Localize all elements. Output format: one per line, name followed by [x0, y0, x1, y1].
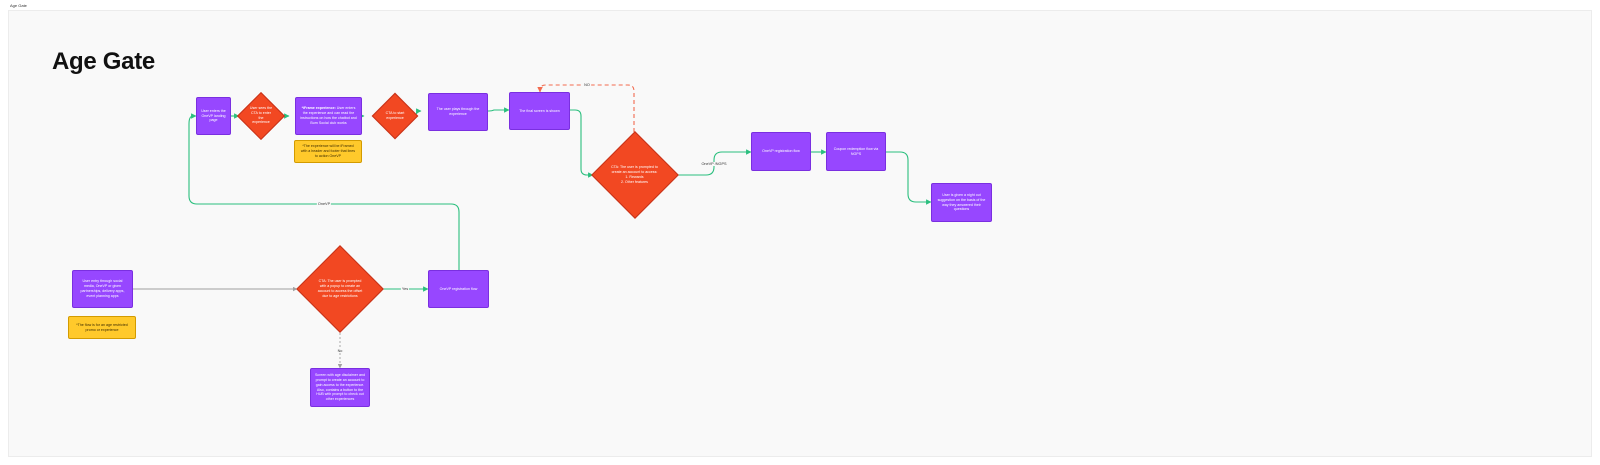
edge-label-onevp: OneVP: [316, 202, 332, 206]
canvas-board: [8, 10, 1592, 457]
user-enters-landing-text: User enters the OneVP landing page: [201, 108, 226, 123]
board-title: Age Gate: [52, 48, 155, 75]
edge-reg-bottom-to-enter: [188, 113, 460, 270]
user-sees-cta-decision[interactable]: User sees the CTA to enter the experienc…: [236, 91, 286, 140]
edge-label-no: No: [336, 349, 344, 353]
age-popup-text: CTA: The user is prompted with a popup t…: [317, 279, 363, 298]
iframe-note-text: *The experience will be iFramed with a h…: [300, 144, 356, 158]
create-account-text: CTA: The user is prompted to create an a…: [611, 165, 658, 184]
age-restricted-sticky-note[interactable]: *The flow is for an age restricted promo…: [68, 316, 136, 339]
plays-through-text: The user plays through the experience: [436, 107, 480, 116]
edge-label-yes: Yes: [400, 287, 410, 291]
final-screen-node[interactable]: The final screen is shown: [509, 92, 570, 130]
onevp-registration-bottom-node[interactable]: OneVP registration flow: [428, 270, 489, 308]
age-disclaimer-text: Screen with age disclaimer and prompt to…: [315, 372, 365, 402]
cta-start-text: CTA to start experience: [385, 111, 405, 120]
tab-label[interactable]: Age Gate: [10, 3, 27, 8]
iframe-description: User enters the experience and can read …: [300, 106, 357, 125]
create-account-decision[interactable]: CTA: The user is prompted to create an a…: [590, 131, 679, 219]
iframe-label: *iFrame experience:: [301, 106, 336, 111]
social-entry-text: User entry through social media, OneVP o…: [80, 279, 125, 298]
coupon-redemption-text: Coupon redemption flow via NGPS: [833, 146, 879, 156]
coupon-redemption-node[interactable]: Coupon redemption flow via NGPS: [826, 132, 886, 171]
night-out-suggestion-node[interactable]: User is given a night out suggestion on …: [931, 183, 992, 222]
user-sees-cta-text: User sees the CTA to enter the experienc…: [249, 105, 273, 125]
plays-through-node[interactable]: The user plays through the experience: [428, 93, 488, 131]
edge-label-onevp-ngps: OneVP /NGPS: [700, 162, 728, 166]
iframe-experience-text: *iFrame experience: User enters the expe…: [300, 106, 357, 125]
edge-plays-to-final: [480, 107, 510, 113]
cta-start-decision[interactable]: CTA to start experience: [371, 92, 419, 140]
night-out-suggestion-text: User is given a night out suggestion on …: [937, 192, 986, 212]
iframe-experience-node[interactable]: *iFrame experience: User enters the expe…: [295, 97, 362, 135]
age-disclaimer-node[interactable]: Screen with age disclaimer and prompt to…: [310, 368, 370, 407]
age-restricted-note-text: *The flow is for an age restricted promo…: [76, 322, 128, 332]
onevp-registration-bottom-text: OneVP registration flow: [439, 286, 478, 291]
age-popup-decision[interactable]: CTA: The user is prompted with a popup t…: [296, 245, 384, 333]
edge-coupon-to-night: [886, 151, 932, 205]
edge-final-to-cta: [570, 109, 594, 178]
final-screen-text: The final screen is shown: [519, 108, 560, 113]
social-entry-node[interactable]: User entry through social media, OneVP o…: [72, 270, 133, 308]
user-enters-landing-node[interactable]: User enters the OneVP landing page: [196, 97, 231, 135]
onevp-registration-top-text: OneVP registration flow: [762, 149, 800, 154]
onevp-registration-top-node[interactable]: OneVP registration flow: [751, 132, 811, 171]
iframe-sticky-note[interactable]: *The experience will be iFramed with a h…: [294, 140, 362, 163]
edge-label-no-loop: NO: [583, 83, 591, 87]
